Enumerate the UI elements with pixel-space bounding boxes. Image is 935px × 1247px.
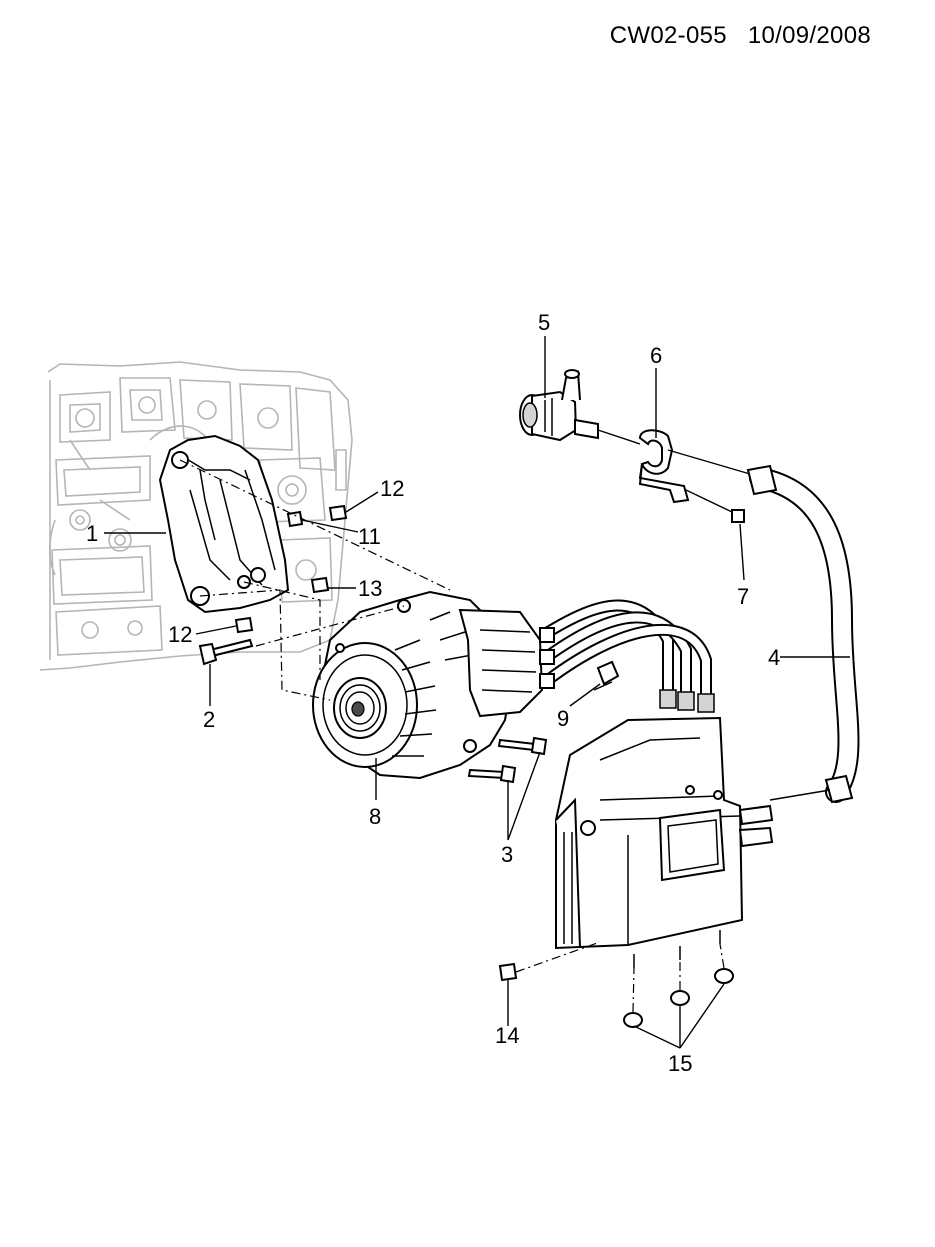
callout-11: 11 — [358, 524, 381, 549]
pump-bracket — [638, 429, 690, 504]
callout-1: 1 — [86, 521, 98, 546]
leader-lines — [104, 336, 850, 1049]
callout-6: 6 — [650, 343, 662, 368]
coolant-hose — [746, 464, 860, 804]
power-cables — [539, 599, 715, 713]
callout-4: 4 — [768, 645, 780, 670]
alternator-bracket — [158, 434, 290, 614]
alternator — [312, 590, 544, 780]
water-pump — [519, 369, 599, 442]
callout-12-bottom: 12 — [168, 622, 192, 647]
callout-8: 8 — [369, 804, 381, 829]
cable-clip — [593, 660, 620, 691]
fasteners — [198, 504, 745, 1028]
callout-labels: 1 2 3 4 5 6 7 8 9 11 12 12 13 14 15 — [86, 310, 780, 1076]
callout-15: 15 — [668, 1051, 692, 1076]
drawing-part-code: CW02-055 — [609, 22, 727, 49]
drawing-date: 10/09/2008 — [747, 22, 871, 49]
callout-5: 5 — [538, 310, 550, 335]
callout-2: 2 — [203, 707, 215, 732]
callout-7: 7 — [737, 584, 749, 609]
callout-3: 3 — [501, 842, 513, 867]
inverter-module — [555, 716, 774, 968]
callout-12-top: 12 — [380, 476, 404, 501]
callout-14: 14 — [495, 1023, 519, 1048]
callout-13: 13 — [358, 576, 382, 601]
drawing-header: CW02-055 10/09/2008 — [610, 22, 871, 50]
assembly-lines — [179, 429, 831, 1013]
callout-9: 9 — [557, 706, 569, 731]
